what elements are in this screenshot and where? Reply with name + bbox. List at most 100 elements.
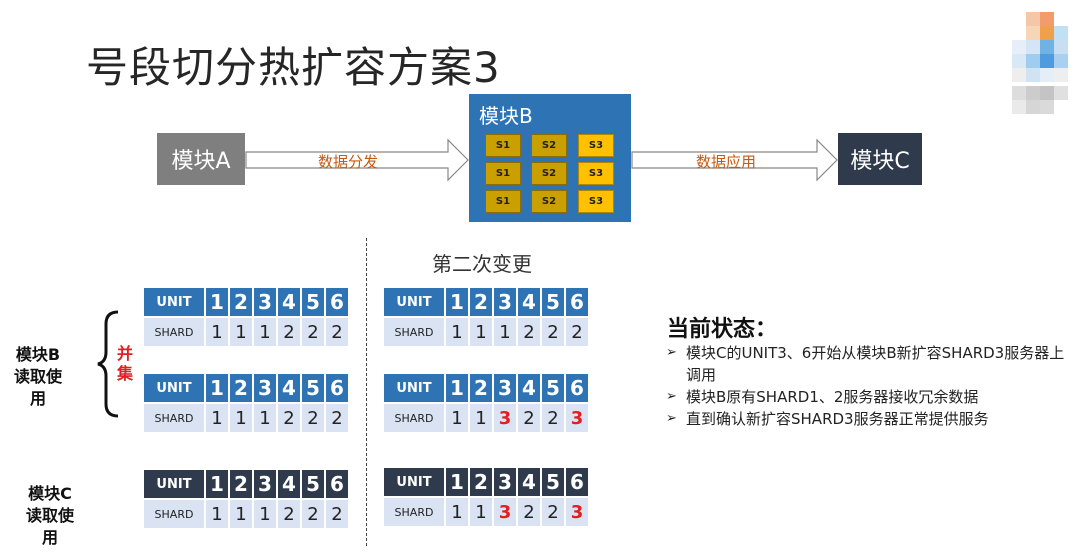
unit-cell: 3 <box>494 374 516 402</box>
unit-cell: 2 <box>470 288 492 316</box>
unit-cell: 2 <box>230 470 252 498</box>
unit-cell: 3 <box>254 374 276 402</box>
unit-cell: 1 <box>206 288 228 316</box>
module-b-label: 模块B <box>479 104 533 128</box>
brace <box>97 310 119 418</box>
unit-cell: 5 <box>542 288 564 316</box>
shard-header: SHARD <box>384 498 444 526</box>
shard-cell: 1 <box>206 318 228 346</box>
unit-cell: 2 <box>470 374 492 402</box>
shard-header: SHARD <box>144 318 204 346</box>
arrow-label-distribute: 数据分发 <box>318 153 379 171</box>
arrow-a-to-b <box>245 138 469 182</box>
shard-cell: 2 <box>278 500 300 528</box>
shard-cell: 1 <box>446 318 468 346</box>
unit-cell: 1 <box>206 374 228 402</box>
shard-cell: 2 <box>518 404 540 432</box>
unit-cell: 1 <box>446 468 468 496</box>
unit-cell: 5 <box>302 470 324 498</box>
unit-cell: 6 <box>566 468 588 496</box>
shard-cell: 2 <box>302 500 324 528</box>
unit-cell: 4 <box>278 470 300 498</box>
unit-cell: 2 <box>230 288 252 316</box>
shard-cell: 2 <box>278 404 300 432</box>
shard-s1: S1 <box>485 190 521 213</box>
shard-cell: 2 <box>326 318 348 346</box>
module-c-read-label: 模块C 读取使用 <box>20 483 80 549</box>
shard-cell: 1 <box>230 404 252 432</box>
shard-header: SHARD <box>144 500 204 528</box>
unit-header: UNIT <box>384 468 444 496</box>
shard-cell: 2 <box>542 498 564 526</box>
shard-cell: 1 <box>230 500 252 528</box>
shard-cell: 2 <box>518 318 540 346</box>
shard-cell: 3 <box>494 404 516 432</box>
module-b-read-line1: 模块B <box>15 345 61 364</box>
shard-cell: 2 <box>326 500 348 528</box>
arrow-bullet-icon: ➢ <box>666 389 677 404</box>
module-b-box: 模块B S1 S2 S3 S1 S2 S3 S1 S2 S3 <box>469 94 631 222</box>
shard-cell: 3 <box>566 498 588 526</box>
shard-cell: 2 <box>302 318 324 346</box>
page-title: 号段切分热扩容方案3 <box>86 43 501 92</box>
unit-cell: 1 <box>206 470 228 498</box>
unit-cell: 4 <box>278 374 300 402</box>
shard-header: SHARD <box>384 318 444 346</box>
unit-cell: 3 <box>254 470 276 498</box>
shard-header: SHARD <box>144 404 204 432</box>
arrow-bullet-icon: ➢ <box>666 411 677 426</box>
module-c-read-line1: 模块C <box>28 484 72 503</box>
arrow-b-to-c <box>631 138 838 182</box>
status-item-text: 模块B原有SHARD1、2服务器接收冗余数据 <box>686 388 979 406</box>
shard-s3: S3 <box>578 162 614 185</box>
unit-header: UNIT <box>144 288 204 316</box>
unit-cell: 6 <box>326 374 348 402</box>
unit-cell: 5 <box>302 374 324 402</box>
unit-cell: 4 <box>518 468 540 496</box>
shard-cell: 1 <box>206 404 228 432</box>
shard-cell: 1 <box>494 318 516 346</box>
arrow-bullet-icon: ➢ <box>666 345 677 360</box>
status-list: ➢ 模块C的UNIT3、6开始从模块B新扩容SHARD3服务器上调用 ➢ 模块B… <box>666 342 1066 430</box>
status-item-text: 模块C的UNIT3、6开始从模块B新扩容SHARD3服务器上调用 <box>686 344 1065 384</box>
unit-header: UNIT <box>384 288 444 316</box>
unit-cell: 4 <box>518 374 540 402</box>
status-item: ➢ 直到确认新扩容SHARD3服务器正常提供服务 <box>666 408 1066 430</box>
unit-cell: 1 <box>446 374 468 402</box>
shard-cell: 2 <box>542 404 564 432</box>
shard-cell: 2 <box>542 318 564 346</box>
shard-s1: S1 <box>485 162 521 185</box>
shard-cell: 3 <box>494 498 516 526</box>
unit-cell: 5 <box>542 374 564 402</box>
unit-cell: 6 <box>326 470 348 498</box>
shard-cell: 2 <box>518 498 540 526</box>
shard-cell: 3 <box>566 404 588 432</box>
shard-s2: S2 <box>531 162 567 185</box>
module-b-read-line2: 读取使用 <box>13 367 62 408</box>
unit-cell: 6 <box>326 288 348 316</box>
shard-cell: 1 <box>470 318 492 346</box>
unit-cell: 2 <box>470 468 492 496</box>
shard-cell: 1 <box>446 404 468 432</box>
shard-cell: 1 <box>470 404 492 432</box>
union-label: 并集 <box>117 344 134 383</box>
shard-s3: S3 <box>578 134 614 157</box>
unit-cell: 1 <box>446 288 468 316</box>
status-item: ➢ 模块B原有SHARD1、2服务器接收冗余数据 <box>666 386 1066 408</box>
shard-cell: 1 <box>254 318 276 346</box>
shard-cell: 1 <box>254 404 276 432</box>
module-a-box: 模块A <box>157 133 245 185</box>
unit-cell: 3 <box>494 468 516 496</box>
arrow-label-apply: 数据应用 <box>696 153 757 171</box>
unit-cell: 3 <box>494 288 516 316</box>
